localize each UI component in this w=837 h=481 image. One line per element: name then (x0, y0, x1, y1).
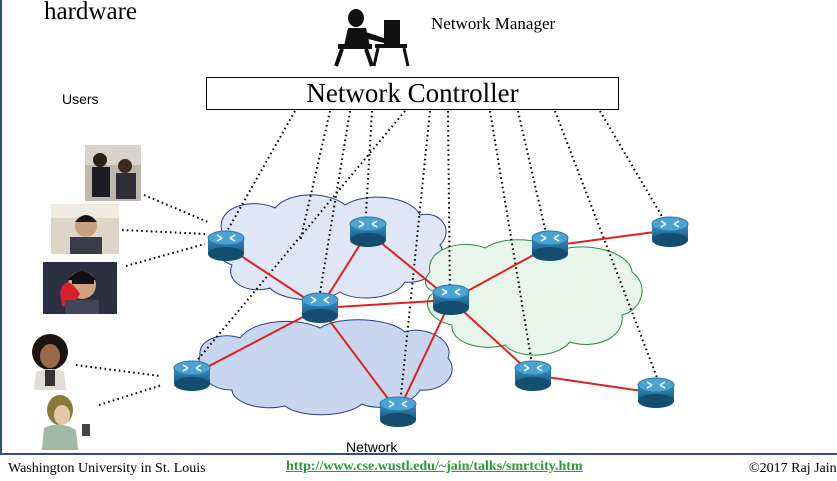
user-photo (85, 145, 141, 201)
control-links (184, 110, 671, 406)
network-label: Network (346, 439, 398, 455)
footer-institution: Washington University in St. Louis (8, 461, 206, 476)
network-controller-box: Network Controller (206, 77, 619, 110)
router-icon (173, 360, 211, 392)
router-icon (432, 284, 470, 316)
slide-title-fragment: hardware (44, 0, 137, 25)
router-icon (301, 292, 339, 324)
network-manager-icon (334, 9, 410, 67)
users-label: Users (62, 91, 99, 107)
sdn-diagram (32, 9, 689, 450)
network-manager-label: Network Manager (431, 14, 556, 33)
router-icon (379, 396, 417, 428)
user-links (75, 194, 209, 406)
router-icon (531, 230, 569, 262)
user-photo (32, 334, 68, 390)
cloud-bottom-left (198, 319, 453, 416)
user-photo (43, 262, 117, 314)
user-photo (42, 395, 90, 450)
router-icon (514, 360, 552, 392)
router-icon (349, 216, 387, 248)
router-icon (637, 377, 675, 409)
router-icon (651, 216, 689, 248)
footer-copyright: ©2017 Raj Jain (749, 461, 837, 476)
router-icon (207, 230, 245, 262)
footer-link[interactable]: http://www.cse.wustl.edu/~jain/talks/smr… (286, 459, 583, 474)
slide-frame-left (0, 0, 2, 453)
slide-frame-bottom (0, 453, 837, 455)
user-photo (51, 204, 119, 254)
